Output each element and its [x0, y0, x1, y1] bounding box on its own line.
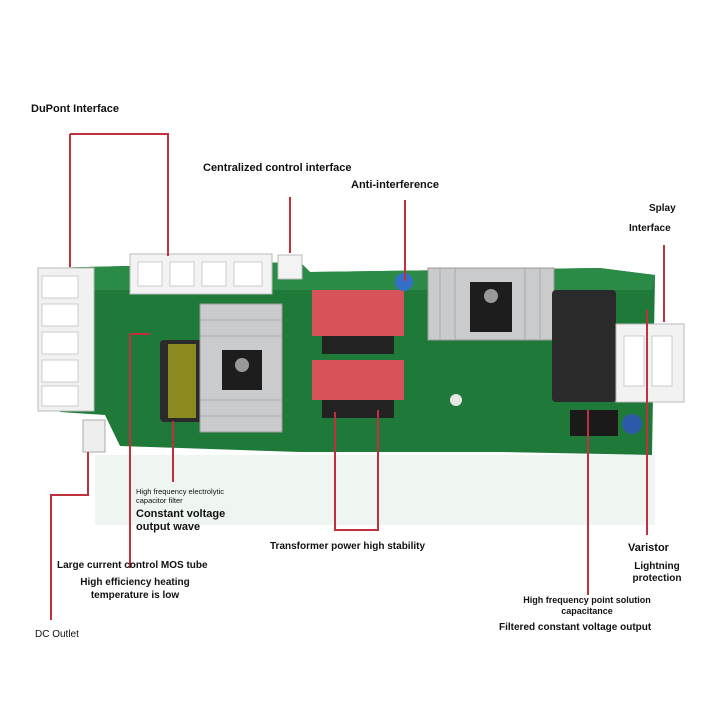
transformer-label: Transformer power high stability: [270, 541, 426, 552]
filtered-output-label: Filtered constant voltage output: [499, 622, 652, 633]
dupont-interface-label: DuPont Interface: [31, 103, 120, 115]
constant-voltage-label-line2: output wave: [136, 521, 201, 533]
dc-connector: [82, 419, 106, 453]
mos-heatsink: [199, 303, 283, 433]
varistor-part: [622, 414, 642, 434]
dc-outlet-label: DC Outlet: [35, 629, 79, 640]
transformer-bottom: [312, 360, 404, 418]
splay-label-line2: Interface: [629, 223, 671, 234]
transformer-top: [312, 290, 404, 354]
splay-connector: [615, 323, 685, 403]
filter-capacitor: [552, 290, 616, 402]
constant-voltage-label-line1: Constant voltage: [136, 508, 226, 520]
varistor-label: Varistor: [628, 542, 669, 554]
hf-point-label-line1: High frequency point solution: [523, 595, 651, 605]
anti-interference-cap: [395, 273, 413, 291]
anti-interference-label: Anti-interference: [351, 179, 440, 191]
hf-point-cap: [450, 394, 462, 406]
lightning-label-line2: protection: [632, 573, 682, 584]
board-reflection: [95, 455, 655, 525]
bottom-capacitor: [570, 410, 618, 436]
callout-lines: [50, 133, 665, 620]
top-connector: [129, 253, 303, 295]
mos-tube-label: Large current control MOS tube: [57, 560, 208, 571]
right-heatsink: [427, 267, 555, 341]
electrolytic-capacitor: [160, 340, 206, 422]
hf-capacitor-label-line1: High frequency electrolytic: [136, 487, 224, 496]
hf-point-label-line2: capacitance: [561, 606, 613, 616]
splay-label-line1: Splay: [649, 203, 676, 214]
lightning-label-line1: Lightning: [634, 561, 680, 572]
heating-label-line2: temperature is low: [90, 590, 180, 601]
hf-capacitor-label-line2: capacitor filter: [136, 496, 183, 505]
centralized-control-label: Centralized control interface: [203, 162, 352, 174]
left-connector: [37, 267, 95, 412]
heating-label-line1: High efficiency heating: [80, 577, 190, 588]
